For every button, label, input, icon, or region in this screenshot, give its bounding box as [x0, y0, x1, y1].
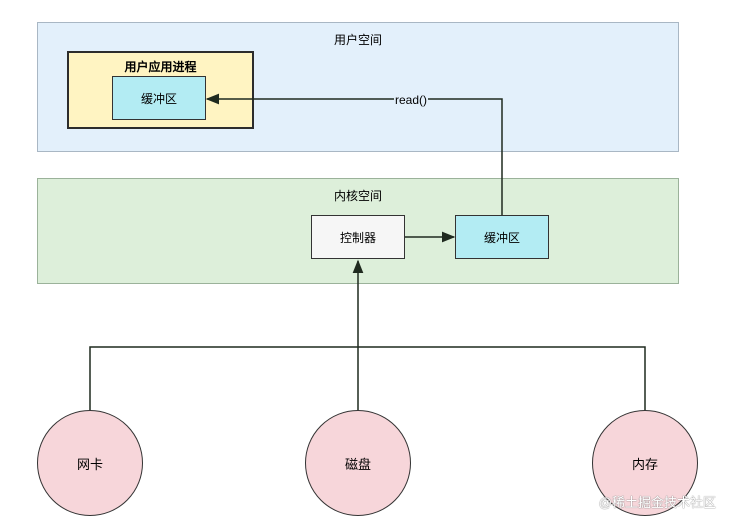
memory-node: 内存	[592, 410, 698, 516]
user-process-title: 用户应用进程	[124, 60, 197, 74]
disk-node: 磁盘	[305, 410, 411, 516]
watermark: @稀土掘金技术社区	[598, 495, 716, 510]
read-edge-label: read()	[394, 92, 429, 108]
read-edge	[205, 93, 503, 215]
user-space-title: 用户空间	[333, 33, 382, 47]
nic-node: 网卡	[37, 410, 143, 516]
user-buffer-node: 缓冲区	[112, 76, 206, 120]
kernel-buffer-node: 缓冲区	[455, 215, 549, 259]
kernel-space-title: 内核空间	[333, 189, 382, 203]
controller-node: 控制器	[311, 215, 405, 259]
device-bus	[89, 346, 646, 410]
